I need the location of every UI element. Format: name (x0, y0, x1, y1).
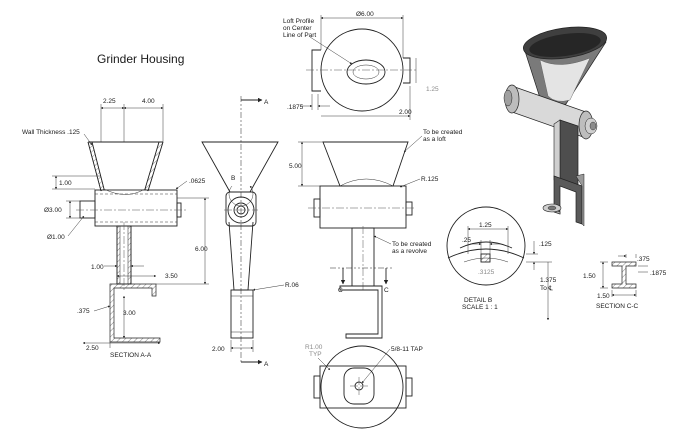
section-c-c-label: SECTION C-C (596, 303, 639, 310)
front-clamp (230, 289, 254, 339)
dim-25-detail: .25 (462, 237, 471, 244)
radius-r125: R.125 (421, 176, 439, 183)
dim-6-00: 6.00 (195, 246, 208, 253)
side-view: C C 5.00 To be created as a loft R.125 T… (289, 129, 463, 339)
detail-b-circle (446, 206, 526, 286)
barrel-boss (79, 200, 96, 219)
revolve-note-1: To be created (392, 241, 432, 248)
dim-4-00: 4.00 (142, 98, 155, 105)
dim-375-cc: .375 (637, 256, 650, 263)
cut-a-top: A (264, 99, 269, 106)
loft-profile-2: on Center (283, 25, 312, 32)
detail-b-view: 1.25 .25 .125 .3125 DETAIL B SCALE 1 : 1… (446, 206, 557, 321)
loft-profile-1: Loft Profile (283, 18, 314, 25)
detail-b-label: DETAIL B (464, 297, 492, 304)
dim-1-25-detail: 1.25 (479, 222, 492, 229)
dim-2-25: 2.25 (103, 98, 116, 105)
detail-b-callout: B (231, 175, 235, 182)
side-barrel (319, 185, 407, 229)
loft-profile-3: Line of Part (283, 32, 316, 39)
dim-2-50: 2.50 (86, 345, 99, 352)
side-clamp (339, 285, 383, 339)
radius-r1-00: R1.00 (305, 344, 323, 351)
dim-5-00: 5.00 (289, 163, 302, 170)
section-c-c-profile (611, 261, 637, 289)
dim-1-375: 1.375 (540, 277, 557, 284)
bottom-circle (320, 345, 404, 429)
dim-1875-top: .1875 (287, 104, 304, 111)
dim-125-detail: .125 (539, 241, 552, 248)
dim-dia-3-00: Ø3.00 (44, 207, 62, 214)
dim-1-50-vertical: 1.50 (583, 273, 596, 280)
radius-r06: R.06 (285, 282, 299, 289)
loft-note-2: as a loft (423, 136, 446, 143)
dim-dia-6-00: Ø6.00 (356, 11, 374, 18)
radius-typ: TYP (309, 351, 322, 358)
dim-0625: .0625 (189, 178, 206, 185)
front-view: A A B R.06 2.00 (201, 96, 299, 368)
cut-c-left: C (338, 287, 343, 294)
dim-2-00-top: 2.00 (399, 109, 412, 116)
dim-dia-1-00: Ø1.00 (47, 234, 65, 241)
bottom-view: 5/8-11 TAP R1.00 TYP (305, 344, 423, 429)
revolve-note-2: as a revolve (392, 248, 427, 255)
cut-c-right: C (384, 287, 389, 294)
dim-375: .375 (77, 308, 90, 315)
top-view: Ø6.00 Loft Profile on Center Line of Par… (283, 11, 439, 120)
detail-b-scale: SCALE 1 : 1 (462, 304, 498, 311)
dim-3125-detail: .3125 (478, 269, 495, 276)
section-c-c-view: 1.50 .375 .1875 1.50 SECTION C-C (583, 254, 667, 310)
wall-thickness-note: Wall Thickness .125 (22, 129, 80, 136)
dim-to-centerline: To ℄ (540, 285, 554, 292)
isometric-render (503, 26, 607, 227)
side-hopper (322, 141, 409, 187)
loft-note-1: To be created (423, 129, 463, 136)
tap-note: 5/8-11 TAP (391, 346, 423, 353)
drawing-title: Grinder Housing (97, 52, 184, 66)
barrel-body (94, 189, 178, 227)
dim-1-50-horizontal: 1.50 (597, 293, 610, 300)
dim-1-00-b: 1.00 (91, 264, 104, 271)
dim-1-00-a: 1.00 (59, 180, 72, 187)
dim-2-00-front: 2.00 (212, 346, 225, 353)
section-a-a-view: 2.25 4.00 Wall Thickness .125 1.00 .0625… (22, 98, 209, 359)
dim-3-00: 3.00 (123, 310, 136, 317)
cut-a-bottom: A (264, 361, 269, 368)
loft-profile-ellipse (346, 59, 386, 85)
dim-1875-cc: .1875 (650, 270, 667, 277)
dim-3-50: 3.50 (165, 273, 178, 280)
section-a-a-label: SECTION A-A (110, 352, 152, 359)
front-hopper (201, 141, 279, 193)
dim-1-25-ref: 1.25 (426, 86, 439, 93)
